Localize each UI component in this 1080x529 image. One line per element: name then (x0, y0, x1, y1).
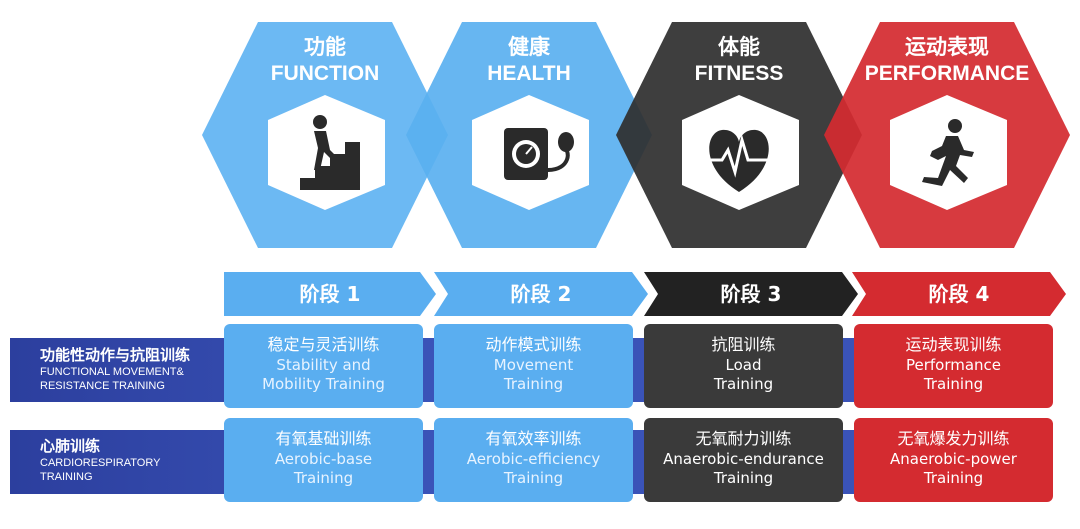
hex-title-en: PERFORMANCE (864, 62, 1030, 85)
row-label-en: TRAINING (40, 471, 93, 483)
cell-movement: 动作模式训练 Movement Training (434, 324, 633, 408)
heart-pulse-icon (708, 129, 770, 192)
cell-en: Training (713, 469, 774, 487)
runner-icon (922, 119, 974, 186)
row-label-cardio: 心肺训练 CARDIORESPIRATORY TRAINING (40, 436, 160, 484)
cell-en: Training (503, 469, 564, 487)
cell-en: Load (725, 356, 762, 374)
row-label-cn: 心肺训练 (40, 437, 101, 455)
hex-title-en: FUNCTION (270, 62, 380, 85)
hex-title-cn: 运动表现 (905, 35, 989, 59)
hex-title-en: FITNESS (694, 62, 784, 85)
hex-title-cn: 体能 (718, 35, 760, 59)
row-label-en: RESISTANCE TRAINING (40, 380, 165, 392)
hex-title-cn: 功能 (304, 35, 346, 59)
cell-cn: 动作模式训练 (485, 335, 582, 354)
cell-anaerobic-power: 无氧爆发力训练 Anaerobic-power Training (854, 418, 1053, 502)
cell-en: Performance (905, 356, 1002, 374)
cell-en: Training (293, 469, 354, 487)
row-label-en: FUNCTIONAL MOVEMENT& (40, 366, 184, 378)
cell-performance: 运动表现训练 Performance Training (854, 324, 1053, 408)
stage-3-arrow: 阶段 3 (644, 272, 858, 316)
cell-en: Mobility Training (262, 375, 385, 393)
cell-en: Stability and (276, 356, 371, 374)
hex-title-en: HEALTH (487, 62, 571, 85)
cell-en: Training (713, 375, 774, 393)
row-label-cn: 功能性动作与抗阻训练 (40, 346, 191, 364)
stage-2-arrow: 阶段 2 (434, 272, 648, 316)
blood-pressure-monitor-icon (504, 128, 574, 180)
stage-1-arrow: 阶段 1 (224, 272, 436, 316)
stage-2-label: 阶段 2 (510, 282, 572, 306)
cell-cn: 抗阻训练 (711, 335, 776, 354)
cell-cn: 无氧耐力训练 (695, 429, 792, 448)
cell-anaerobic-endurance: 无氧耐力训练 Anaerobic-endurance Training (644, 418, 843, 502)
row-label-en: CARDIORESPIRATORY (40, 457, 161, 469)
cell-aerobic-efficiency: 有氧效率训练 Aerobic-efficiency Training (434, 418, 633, 502)
cell-cn: 稳定与灵活训练 (267, 335, 380, 354)
cell-en: Anaerobic-power (890, 450, 1017, 468)
row-label-functional: 功能性动作与抗阻训练 FUNCTIONAL MOVEMENT& RESISTAN… (40, 345, 190, 393)
stage-3-label: 阶段 3 (720, 282, 782, 306)
hex-title-performance: 运动表现 PERFORMANCE (847, 34, 1047, 88)
cell-en: Training (923, 375, 984, 393)
stage-4-label: 阶段 4 (928, 282, 990, 306)
cell-aerobic-base: 有氧基础训练 Aerobic-base Training (224, 418, 423, 502)
cell-en: Movement (493, 356, 574, 374)
hex-title-cn: 健康 (508, 35, 550, 59)
cell-cn: 有氧基础训练 (275, 429, 372, 448)
cell-cn: 有氧效率训练 (485, 429, 582, 448)
hex-title-health: 健康 HEALTH (429, 34, 629, 88)
hex-title-function: 功能 FUNCTION (225, 34, 425, 88)
cell-en: Training (923, 469, 984, 487)
hexagon-row (202, 22, 1070, 248)
cell-cn: 无氧爆发力训练 (897, 429, 1010, 448)
stage-4-arrow: 阶段 4 (852, 272, 1066, 316)
cell-en: Aerobic-base (274, 450, 373, 468)
cell-cn: 运动表现训练 (905, 335, 1002, 354)
hex-title-fitness: 体能 FITNESS (639, 34, 839, 88)
cell-en: Training (503, 375, 564, 393)
cell-stability-mobility: 稳定与灵活训练 Stability and Mobility Training (224, 324, 423, 408)
stairs-climber-icon (300, 115, 360, 190)
cell-load: 抗阻训练 Load Training (644, 324, 843, 408)
stage-1-label: 阶段 1 (299, 282, 361, 306)
cell-en: Anaerobic-endurance (663, 450, 824, 468)
cell-en: Aerobic-efficiency (466, 450, 601, 468)
